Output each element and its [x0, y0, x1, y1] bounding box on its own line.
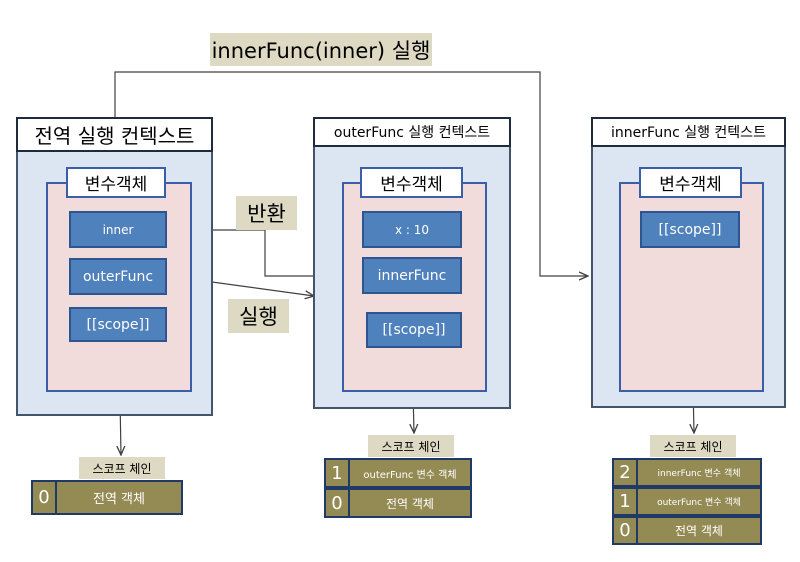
scope-chain-index: 1: [326, 460, 350, 486]
innerfunc-exec-label: innerFunc(inner) 실행: [210, 33, 432, 66]
scope-chain-title-innerfunc: 스코프 체인: [650, 435, 736, 457]
outerfunc-item-x: x : 10: [362, 211, 462, 248]
global-item-outerfunc: outerFunc: [69, 258, 167, 295]
scope-chain-text: 전역 객체: [675, 524, 723, 538]
outerfunc-context-title: outerFunc 실행 컨텍스트: [313, 117, 511, 147]
innerfunc-exec-line: [114, 71, 588, 276]
scope-chain-row: 0 전역 객체: [612, 516, 762, 545]
scope-chain-text: innerFunc 변수 객체: [657, 469, 741, 479]
scope-chain-row: 0 전역 객체: [324, 488, 472, 518]
innerfunc-context-title: innerFunc 실행 컨텍스트: [591, 117, 786, 147]
scope-chain-index: 0: [326, 490, 350, 516]
scope-chain-text: outerFunc 변수 객체: [363, 469, 457, 481]
scope-chain-text: 전역 객체: [93, 492, 145, 507]
outerfunc-item-innerfunc: innerFunc: [362, 257, 462, 294]
scope-chain-text: 전역 객체: [386, 496, 434, 511]
outerfunc-variable-object-title: 변수객체: [360, 167, 463, 198]
scope-chain-index: 1: [614, 489, 638, 514]
scope-chain-index: 0: [33, 482, 57, 513]
scope-chain-index: 0: [614, 518, 638, 543]
global-variable-object-title: 변수객체: [66, 167, 166, 198]
outerfunc-item-scope: [[scope]]: [366, 312, 462, 348]
exec-label: 실행: [228, 299, 289, 333]
global-context-title: 전역 실행 컨텍스트: [16, 117, 213, 152]
global-item-inner: inner: [69, 211, 167, 248]
innerfunc-variable-object-title: 변수객체: [639, 167, 742, 198]
return-label: 반환: [236, 196, 297, 230]
global-item-scope: [[scope]]: [69, 307, 167, 342]
innerfunc-item-scope: [[scope]]: [640, 211, 740, 248]
scope-chain-text: outerFunc 변수 객체: [657, 498, 741, 508]
scope-chain-row: 1 outerFunc 변수 객체: [324, 458, 472, 488]
scope-chain-title-outerfunc: 스코프 체인: [368, 435, 454, 457]
scope-chain-row: 1 outerFunc 변수 객체: [612, 487, 762, 516]
scope-chain-index: 2: [614, 460, 638, 485]
scope-chain-title-global: 스코프 체인: [79, 457, 165, 479]
scope-chain-row: 0 전역 객체: [31, 480, 183, 515]
scope-chain-row: 2 innerFunc 변수 객체: [612, 458, 762, 487]
